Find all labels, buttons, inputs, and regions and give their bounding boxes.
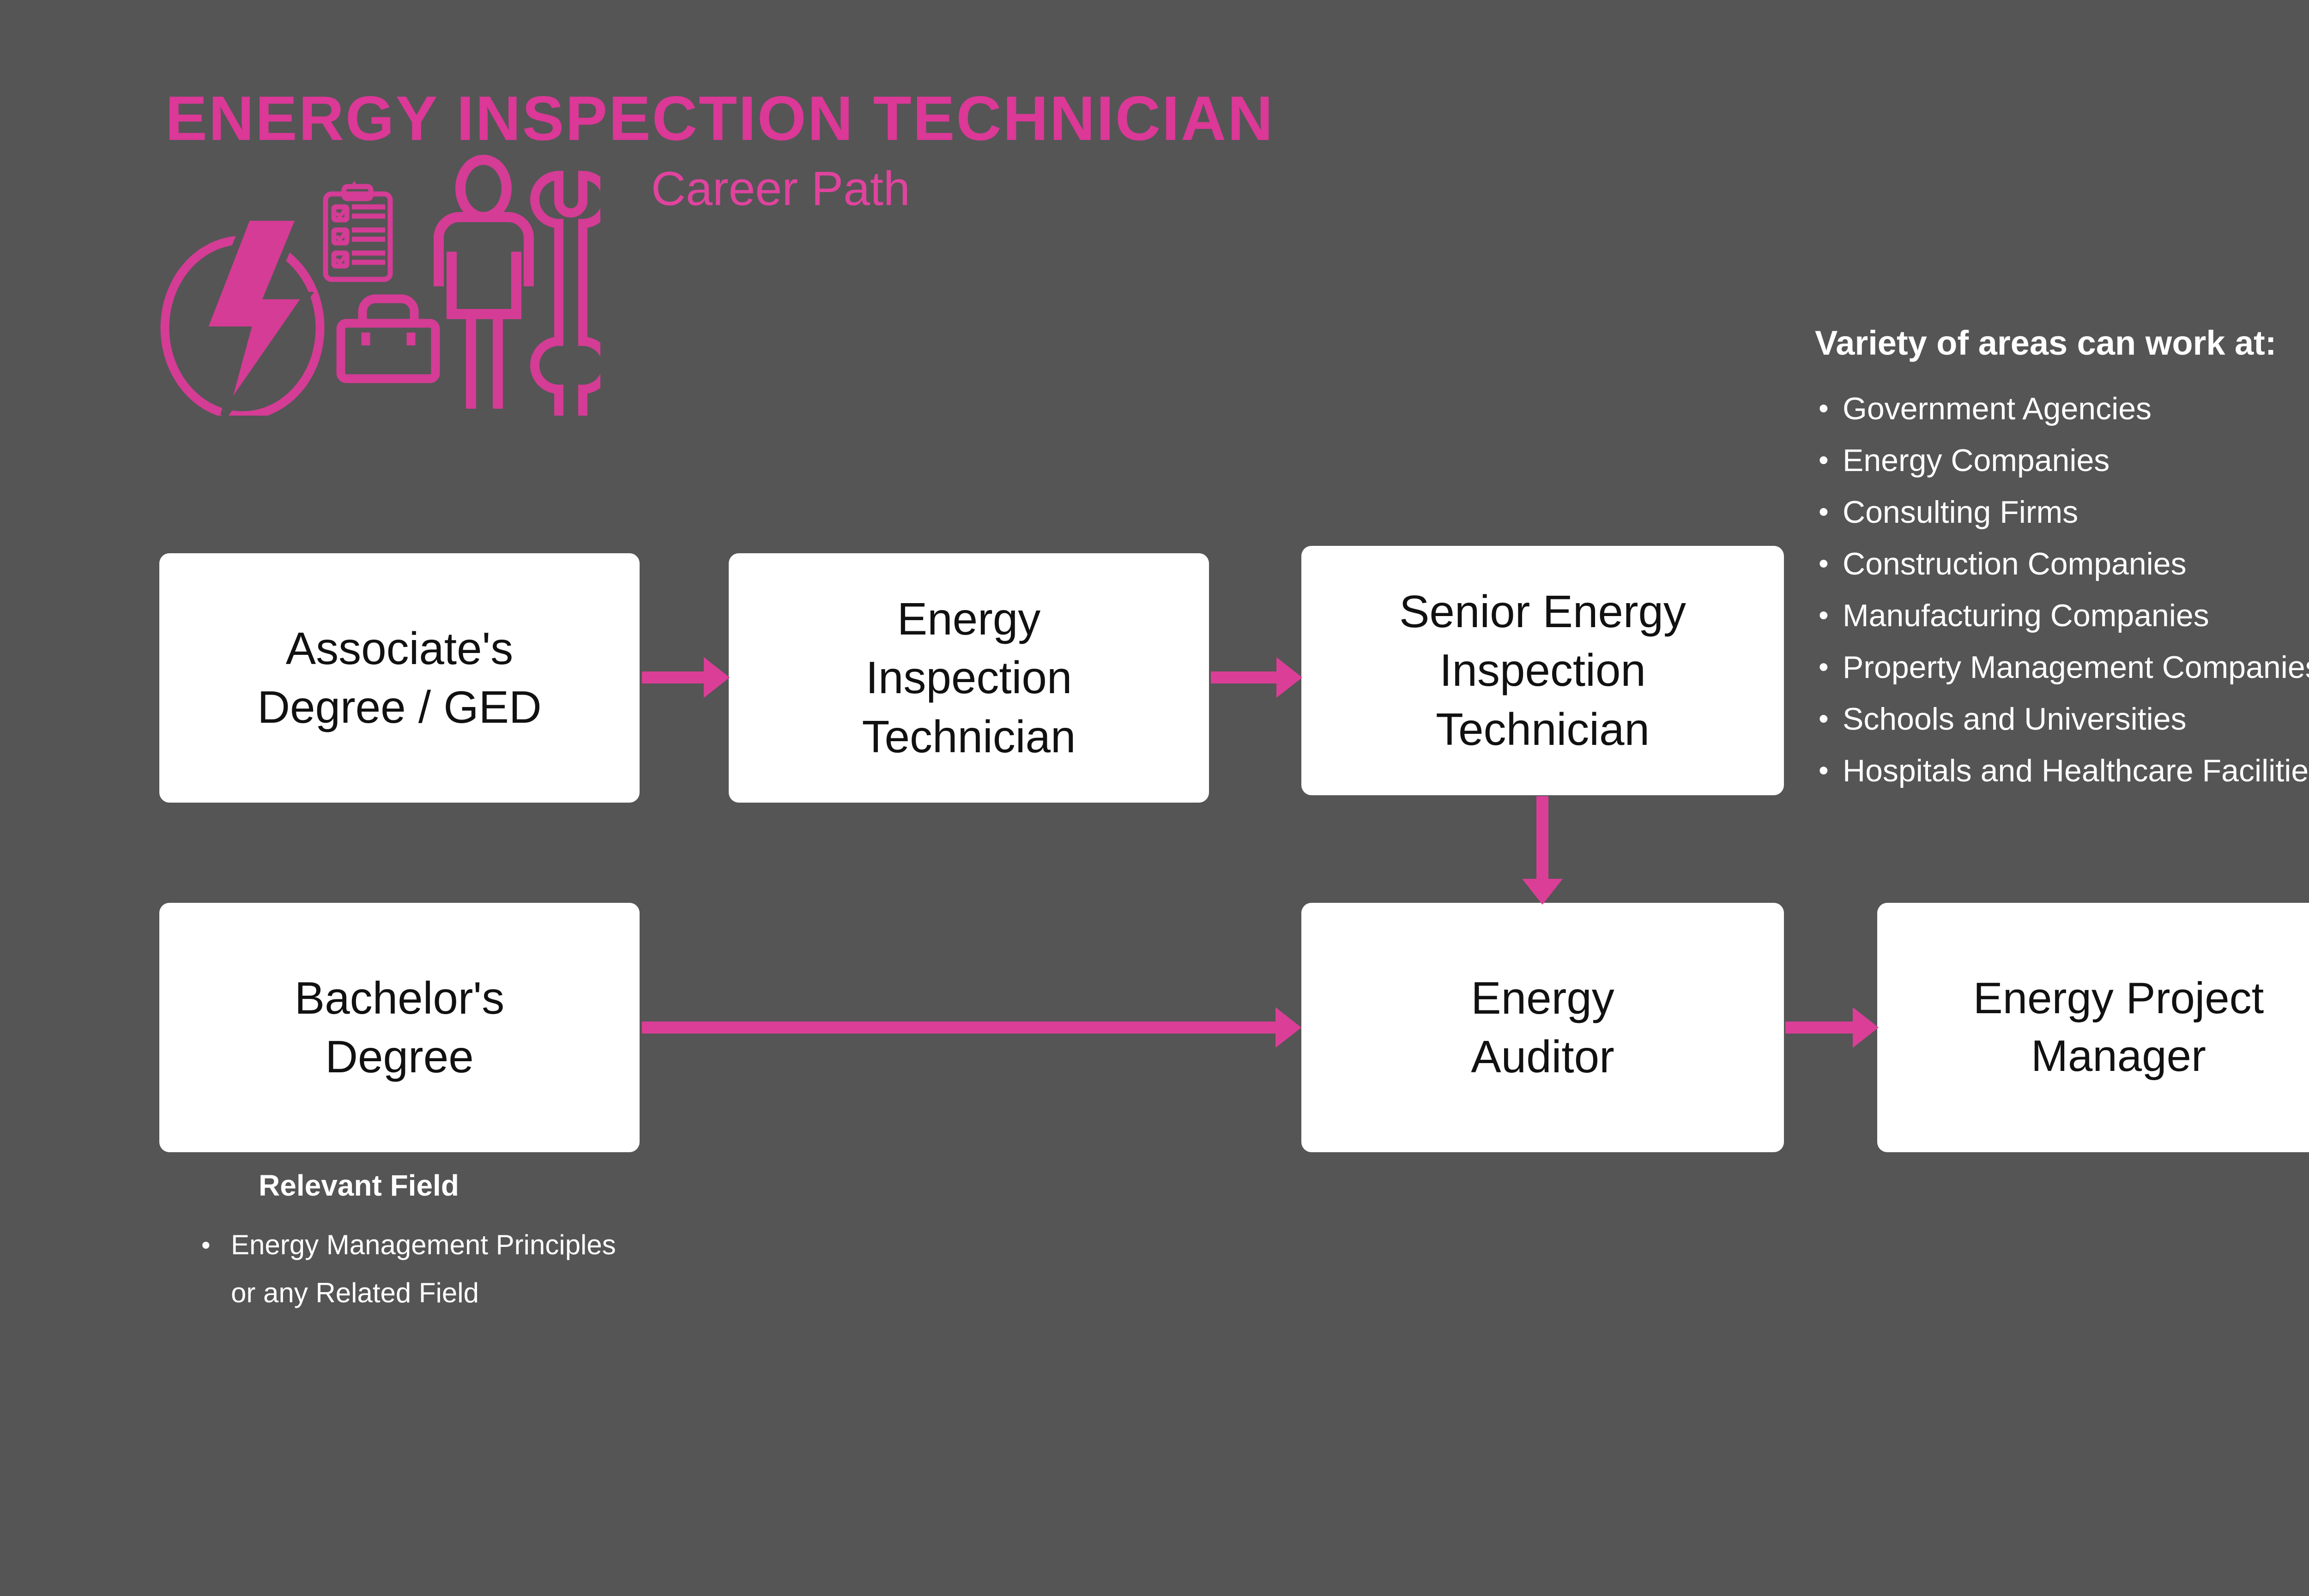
arrow-auditor-to-project-manager bbox=[1785, 1007, 1879, 1048]
list-item: Government Agencies bbox=[1815, 383, 2309, 435]
work-areas-panel: Variety of areas can work at: Government… bbox=[1815, 323, 2309, 797]
relevant-field-title: Relevant Field bbox=[259, 1169, 459, 1202]
list-item: Hospitals and Healthcare Facilities bbox=[1815, 745, 2309, 797]
arrow-bachelors-to-auditor bbox=[642, 1007, 1301, 1048]
relevant-field-note: Relevant Field Energy Management Princip… bbox=[162, 1168, 854, 1317]
list-item: Energy Companies bbox=[1815, 435, 2309, 486]
arrow-associates-to-technician bbox=[642, 657, 730, 698]
list-item: Consulting Firms bbox=[1815, 486, 2309, 538]
work-areas-list: Government Agencies Energy Companies Con… bbox=[1815, 383, 2309, 797]
page-title: ENERGY INSPECTION TECHNICIAN bbox=[165, 83, 1275, 153]
arrow-senior-technician-to-auditor bbox=[1522, 796, 1563, 905]
list-item: Property Management Companies bbox=[1815, 641, 2309, 693]
list-item: Construction Companies bbox=[1815, 538, 2309, 590]
list-item: Manufacturing Companies bbox=[1815, 590, 2309, 641]
page-subtitle: Career Path bbox=[651, 162, 910, 216]
list-item: Schools and Universities bbox=[1815, 693, 2309, 745]
work-areas-title: Variety of areas can work at: bbox=[1815, 324, 2277, 362]
arrow-technician-to-senior-technician bbox=[1211, 657, 1302, 698]
energy-inspection-technician-icon bbox=[160, 155, 600, 416]
